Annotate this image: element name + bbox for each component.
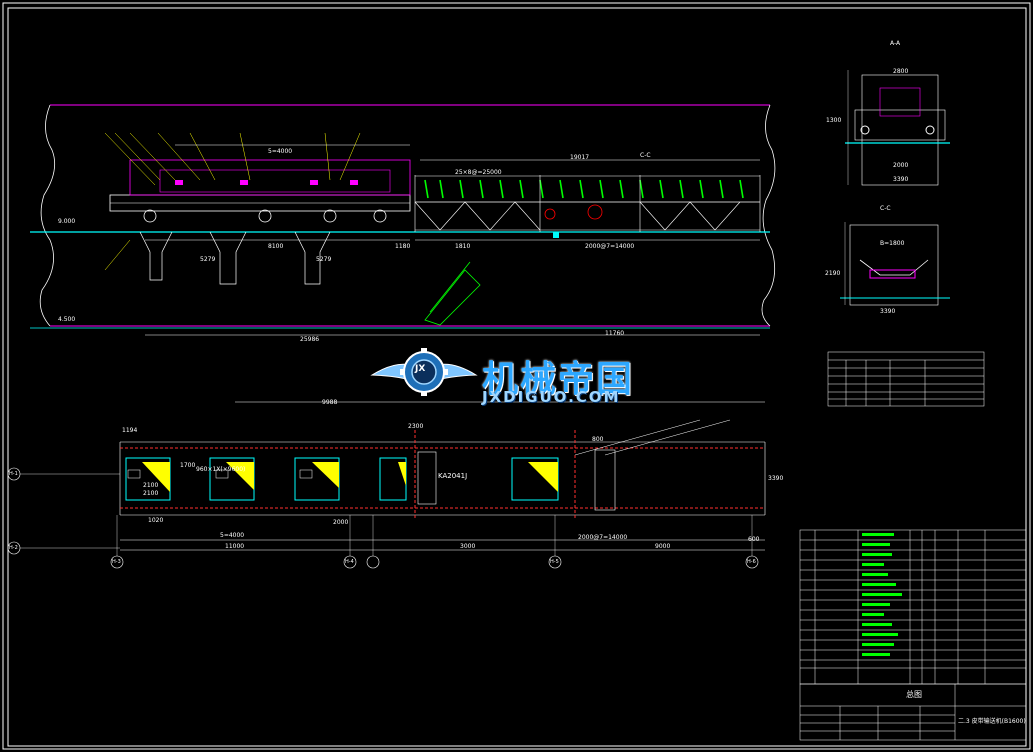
plan-dim-11000: 11000: [225, 543, 245, 550]
plan-dim-1020: 1020: [148, 517, 164, 524]
plan-dim-9988: 9988: [322, 399, 338, 406]
dim-5279-b: 5279: [316, 256, 332, 263]
plan-view: [7, 401, 766, 569]
section-mark-c: C-C: [640, 152, 651, 159]
section-c: [840, 222, 950, 306]
elevation-label-9000: 9.000: [58, 218, 76, 225]
dim-1180: 1180: [395, 243, 411, 250]
plan-dim-3000: 3000: [460, 543, 476, 550]
plan-dim-9000: 9000: [655, 543, 671, 550]
plan-dim-600: 600: [748, 536, 760, 543]
plan-dim-800: 800: [592, 436, 604, 443]
dim-length-bottom: 2000@7=14000: [585, 243, 635, 250]
sheet-inner-border: [7, 7, 1027, 747]
axis-bubble-h3: H-3: [112, 559, 121, 565]
axis-bubble-h2: H-2: [9, 545, 18, 551]
section-c-dim-top: B=1800: [880, 240, 905, 247]
section-a-title: A-A: [890, 40, 901, 47]
section-c-dim-bot: 3390: [880, 308, 896, 315]
dim-5279-a: 5279: [200, 256, 216, 263]
section-a-dim-left: 1300: [826, 117, 842, 124]
watermark-title: 机械帝国: [482, 359, 635, 400]
dim-tail-length: 8100: [268, 243, 284, 250]
title-block-title: 总图: [906, 690, 922, 699]
section-a: [845, 70, 950, 186]
section-a-dim-top: 2800: [893, 68, 909, 75]
plan-dim-2000: 2000: [333, 519, 349, 526]
dim-19017: 19017: [570, 154, 590, 161]
dim-11760: 11760: [605, 330, 625, 337]
dim-1810: 1810: [455, 243, 471, 250]
parts-list: [799, 529, 1027, 685]
elevation-view: [30, 104, 776, 336]
plan-code: KA2041J: [438, 472, 468, 480]
dim-roller-pitch: 25×8@=25000: [455, 169, 502, 176]
dim-pitch-top: 5=4000: [268, 148, 293, 155]
title-block: [799, 683, 1027, 741]
plan-dim-2300: 2300: [408, 423, 424, 430]
plan-dim-1700: 1700: [180, 462, 196, 469]
watermark-logo: [370, 348, 478, 396]
plan-dim-3390: 3390: [768, 475, 784, 482]
axis-bubble-h4: H-4: [345, 559, 354, 565]
watermark-subtitle: JXDIGUO.COM: [482, 388, 621, 406]
plan-dim-5000: 5=4000: [220, 532, 245, 539]
plan-dim-spacing: 2000@7=14000: [578, 534, 628, 541]
axis-bubble-h6: H-6: [747, 559, 756, 565]
section-a-dim-mid: 2000: [893, 162, 909, 169]
plan-dim-2100-a: 2100: [143, 482, 159, 489]
watermark-logo-letter: JX: [415, 364, 426, 374]
section-c-title: C-C: [880, 205, 891, 212]
elevation-label-4500: 4.500: [58, 316, 76, 323]
plan-opening-note: 960×1X(×9600): [196, 466, 246, 473]
axis-bubble-h1: H-1: [9, 471, 18, 477]
section-c-dim-left: 2190: [825, 270, 841, 277]
plan-dim-1194: 1194: [122, 427, 138, 434]
axis-bubble-h5: H-5: [550, 559, 559, 565]
plan-dim-2100-b: 2100: [143, 490, 159, 497]
dim-25986: 25986: [300, 336, 320, 343]
title-block-drawing-name: 二.3 皮带输送机(B1600): [958, 718, 1026, 725]
legend-table: [827, 351, 985, 407]
section-a-dim-bot: 3390: [893, 176, 909, 183]
